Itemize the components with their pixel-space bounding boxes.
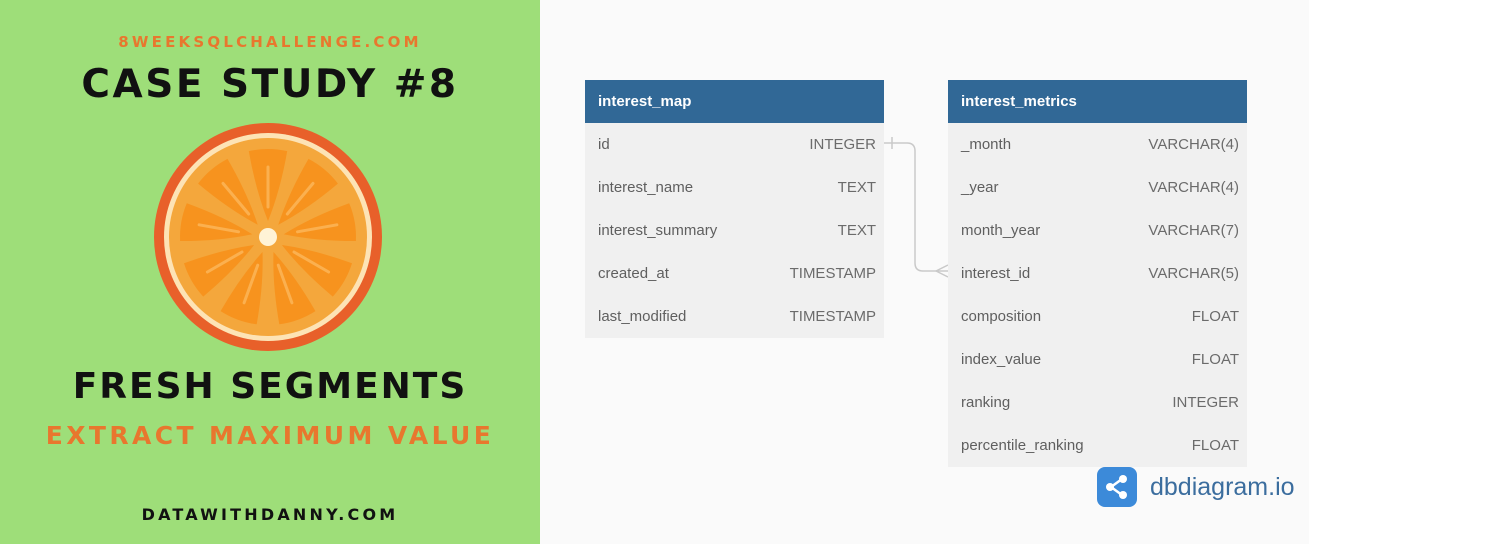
- er-diagram-canvas[interactable]: interest_map id INTEGER interest_name TE…: [540, 0, 1309, 544]
- column-name: index_value: [961, 351, 1042, 368]
- column-name: id: [598, 136, 610, 153]
- column-row[interactable]: interest_summary TEXT: [585, 209, 884, 252]
- column-row[interactable]: percentile_ranking FLOAT: [948, 424, 1247, 467]
- column-row[interactable]: _month VARCHAR(4): [948, 123, 1247, 166]
- column-row[interactable]: created_at TIMESTAMP: [585, 252, 884, 295]
- column-name: interest_summary: [598, 222, 718, 239]
- column-row[interactable]: last_modified TIMESTAMP: [585, 295, 884, 338]
- orange-segment-highlight: [197, 223, 240, 234]
- column-row[interactable]: _year VARCHAR(4): [948, 166, 1247, 209]
- case-study-poster: 8WEEKSQLCHALLENGE.COM CASE STUDY #8 FRES…: [0, 0, 540, 544]
- column-type: VARCHAR(4): [1148, 136, 1239, 153]
- column-name: ranking: [961, 394, 1011, 411]
- column-type: TIMESTAMP: [789, 308, 876, 325]
- orange-segment-highlight: [242, 263, 260, 305]
- orange-segment: [220, 252, 263, 325]
- column-type: FLOAT: [1191, 437, 1239, 454]
- column-type: FLOAT: [1191, 308, 1239, 325]
- dbdiagram-brand[interactable]: dbdiagram.io: [1097, 467, 1295, 507]
- column-type: VARCHAR(4): [1148, 179, 1239, 196]
- column-row[interactable]: ranking INTEGER: [948, 381, 1247, 424]
- orange-segment-highlight: [205, 250, 244, 274]
- orange-segment-highlight: [276, 263, 294, 305]
- column-row[interactable]: month_year VARCHAR(7): [948, 209, 1247, 252]
- column-type: INTEGER: [809, 136, 876, 153]
- brand-name: dbdiagram.io: [1150, 472, 1295, 501]
- column-name: _month: [961, 136, 1012, 153]
- table-interest-map[interactable]: interest_map id INTEGER interest_name TE…: [585, 80, 884, 338]
- orange-segment-highlight: [221, 181, 251, 216]
- column-name: percentile_ranking: [961, 437, 1084, 454]
- case-study-name: FRESH SEGMENTS: [72, 366, 468, 407]
- column-type: FLOAT: [1191, 351, 1239, 368]
- column-type: VARCHAR(7): [1148, 222, 1239, 239]
- column-name: created_at: [598, 265, 669, 282]
- table-header[interactable]: interest_metrics: [948, 80, 1247, 123]
- column-type: INTEGER: [1172, 394, 1239, 411]
- orange-segment: [184, 245, 255, 297]
- column-row[interactable]: id INTEGER: [585, 123, 884, 166]
- column-name: month_year: [961, 222, 1041, 239]
- orange-segment-highlight: [296, 223, 339, 234]
- case-study-tagline: EXTRACT MAXIMUM VALUE: [45, 421, 495, 450]
- column-name: composition: [961, 308, 1042, 325]
- column-row[interactable]: composition FLOAT: [948, 295, 1247, 338]
- column-name: interest_name: [598, 179, 694, 196]
- orange-segment-highlight: [292, 250, 331, 274]
- column-name: interest_id: [961, 265, 1031, 282]
- column-row[interactable]: interest_id VARCHAR(5): [948, 252, 1247, 295]
- column-type: TIMESTAMP: [789, 265, 876, 282]
- column-type: VARCHAR(5): [1148, 265, 1239, 282]
- table-columns: _month VARCHAR(4) _year VARCHAR(4) month…: [948, 123, 1247, 467]
- orange-segment-highlight: [285, 181, 315, 216]
- case-study-title: CASE STUDY #8: [81, 62, 459, 107]
- table-columns: id INTEGER interest_name TEXT interest_s…: [585, 123, 884, 338]
- orange-segment: [273, 252, 316, 325]
- relationship-connector[interactable]: [540, 0, 1309, 544]
- site-url: 8WEEKSQLCHALLENGE.COM: [118, 33, 422, 51]
- orange-segment: [281, 245, 352, 297]
- column-row[interactable]: interest_name TEXT: [585, 166, 884, 209]
- share-nodes-icon: [1097, 467, 1137, 507]
- owner-url: DATAWITHDANNY.COM: [141, 505, 399, 524]
- table-interest-metrics[interactable]: interest_metrics _month VARCHAR(4) _year…: [948, 80, 1247, 467]
- column-name: _year: [961, 179, 999, 196]
- orange-slice-icon: [154, 123, 382, 351]
- column-type: TEXT: [837, 222, 876, 239]
- table-header[interactable]: interest_map: [585, 80, 884, 123]
- column-row[interactable]: index_value FLOAT: [948, 338, 1247, 381]
- column-name: last_modified: [598, 308, 687, 325]
- column-type: TEXT: [837, 179, 876, 196]
